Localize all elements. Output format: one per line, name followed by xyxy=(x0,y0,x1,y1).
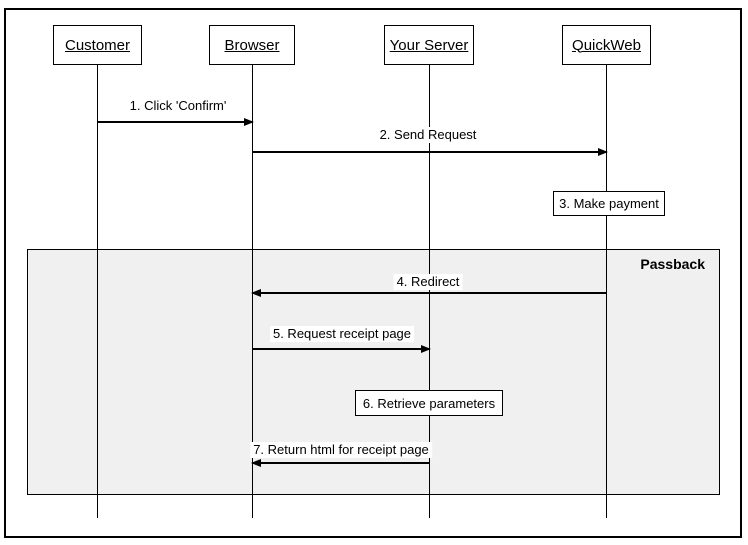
participant-customer-label: Customer xyxy=(64,36,131,54)
passback-frame: Passback xyxy=(27,249,720,495)
arrowhead-right-icon xyxy=(244,117,254,126)
participant-your-server-label: Your Server xyxy=(389,36,469,54)
message-4-label: 4. Redirect xyxy=(393,274,463,290)
message-5-label: 5. Request receipt page xyxy=(269,326,415,342)
lifeline-quickweb xyxy=(606,65,608,518)
message-5-arrow xyxy=(252,344,431,353)
message-7-label: 7. Return html for receipt page xyxy=(250,442,432,458)
participant-customer: Customer xyxy=(53,25,142,65)
participant-your-server: Your Server xyxy=(384,25,474,65)
arrowhead-left-icon xyxy=(251,458,261,467)
action-retrieve-parameters: 6. Retrieve parameters xyxy=(355,390,503,416)
participant-browser: Browser xyxy=(209,25,295,65)
arrowhead-right-icon xyxy=(598,147,608,156)
lifeline-customer xyxy=(97,65,99,518)
message-1-label: 1. Click 'Confirm' xyxy=(126,98,230,114)
message-2-arrow xyxy=(252,147,608,156)
action-make-payment: 3. Make payment xyxy=(553,191,665,216)
participant-quickweb-label: QuickWeb xyxy=(572,36,641,54)
lifeline-your-server xyxy=(429,65,431,518)
message-4-arrow xyxy=(251,288,607,297)
participant-quickweb: QuickWeb xyxy=(562,25,651,65)
arrowhead-right-icon xyxy=(421,344,431,353)
arrowhead-left-icon xyxy=(251,288,261,297)
message-1-arrow xyxy=(97,117,254,126)
message-2-label: 2. Send Request xyxy=(376,127,480,143)
message-7-arrow xyxy=(251,458,430,467)
message-6-label: 6. Retrieve parameters xyxy=(362,395,496,411)
participant-browser-label: Browser xyxy=(224,36,280,54)
frame-label: Passback xyxy=(640,256,705,272)
message-3-label: 3. Make payment xyxy=(559,196,659,211)
